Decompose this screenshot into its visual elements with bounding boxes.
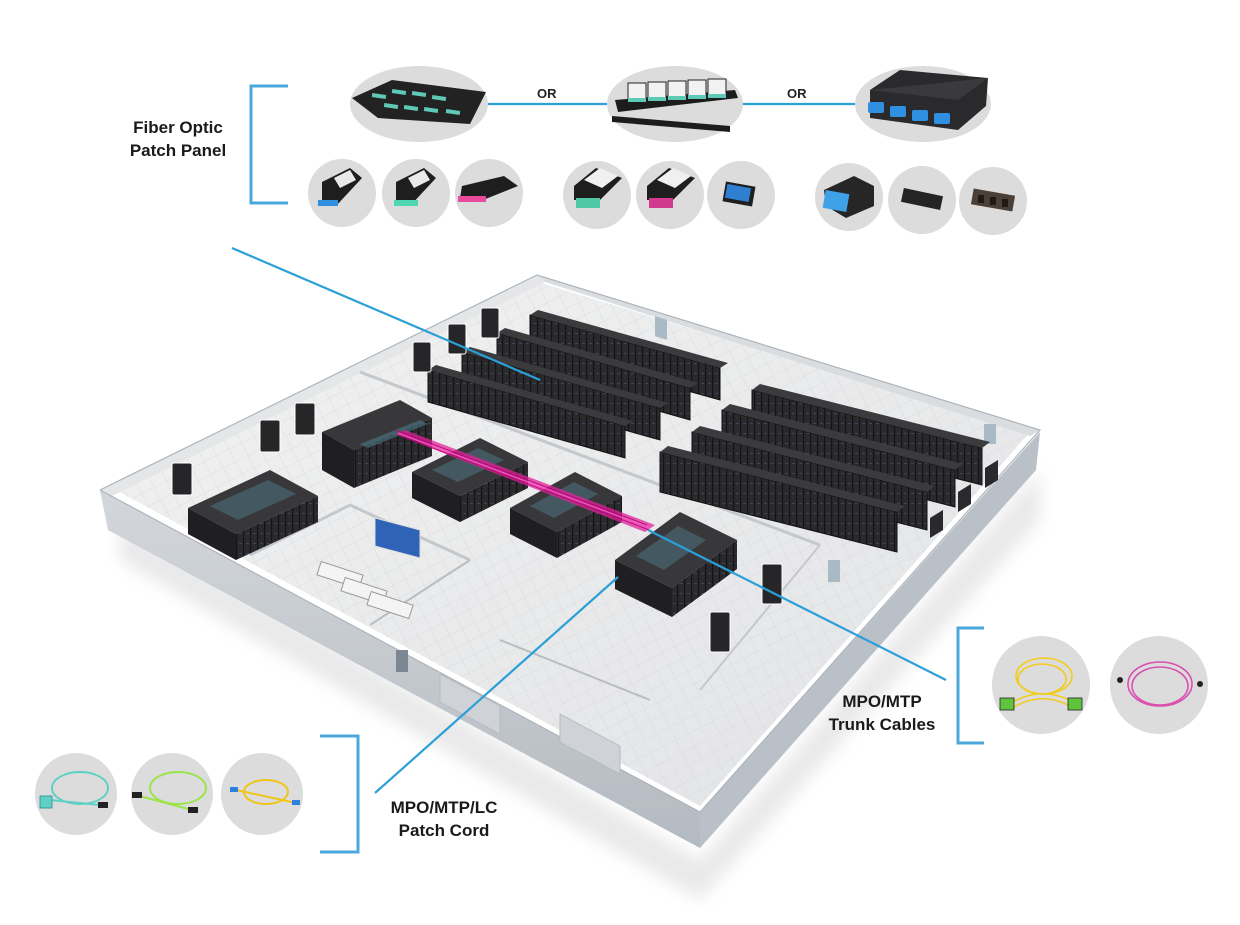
trunk-cables-label-line1: MPO/MTP	[842, 692, 922, 711]
module-fhd-cassette-blue[interactable]	[815, 163, 883, 231]
cooling-unit	[294, 402, 316, 436]
door	[984, 424, 996, 444]
enclosure-cassette-tray[interactable]	[607, 66, 743, 142]
trunk-cable-products	[992, 636, 1208, 734]
patch-panel-enclosure-icon	[612, 78, 738, 132]
product-single-mode-trunk-cable[interactable]	[992, 636, 1090, 734]
cooling-unit	[709, 611, 731, 653]
module-mtp-cassette-magenta[interactable]	[636, 161, 704, 229]
product-om4-trunk-cable[interactable]	[1110, 636, 1208, 734]
trunk-cable-bracket	[956, 626, 984, 745]
patch-panel-callout-line	[231, 246, 541, 382]
door	[828, 560, 840, 582]
containment-pod	[615, 512, 737, 617]
rack-row	[427, 369, 626, 459]
adapter-panel-icon	[970, 188, 1016, 212]
module-mpo-lc-cassette-blue[interactable]	[308, 159, 376, 227]
fiber-patch-cord-icon	[230, 779, 300, 805]
fiber-trunk-cable-icon	[999, 657, 1083, 711]
trunk-cables-label-line2: Trunk Cables	[828, 715, 936, 734]
patch-panel-bracket	[249, 84, 288, 205]
back-wall-left	[100, 275, 545, 496]
video-wall	[374, 517, 421, 559]
cooling-unit	[259, 419, 281, 453]
cooling-unit	[412, 341, 432, 373]
patch-panel-enclosures	[350, 66, 991, 142]
trunk-cables-label: MPO/MTP Trunk Cables	[812, 690, 952, 736]
building-shadow	[120, 470, 1040, 900]
patch-cord-products	[35, 753, 303, 835]
or-separator: OR	[537, 86, 557, 101]
fiber-trunk-cable-icon	[1117, 661, 1203, 707]
front-wall-right	[700, 432, 1040, 848]
patch-panel-label-line1: Fiber Optic	[133, 118, 223, 137]
product-mpo-lc-breakout-cord[interactable]	[35, 753, 117, 835]
patch-panel-enclosure-icon	[352, 80, 486, 124]
cooling-unit	[171, 462, 193, 496]
or-separator: OR	[787, 86, 807, 101]
rack-rows-hall-b	[659, 384, 998, 553]
rack-rows-hall-a	[427, 310, 728, 459]
cooling-unit	[480, 307, 500, 339]
fiber-patch-cord-icon	[132, 771, 207, 813]
fiber-cassette-icon	[318, 168, 362, 206]
module-mpo-lc-cassette-aqua[interactable]	[382, 159, 450, 227]
callout-lines	[231, 246, 947, 794]
patch-cord-callout-line	[374, 576, 619, 794]
patch-cord-label-line2: Patch Cord	[398, 821, 490, 840]
fiber-cassette-icon	[647, 168, 695, 208]
module-lc-adapter-panel-blue[interactable]	[707, 161, 775, 229]
module-mtp-adapter-panel-black[interactable]	[888, 166, 956, 234]
fiber-cassette-icon	[822, 176, 874, 218]
module-mpo-lc-cassette-magenta[interactable]	[455, 159, 523, 227]
fiber-cassette-icon	[574, 168, 622, 208]
trunk-cable-route	[394, 429, 655, 532]
adapter-panel-icon	[722, 181, 756, 207]
module-mtp-cassette-aqua[interactable]	[563, 161, 631, 229]
patch-cord-label-line1: MPO/MTP/LC	[390, 798, 498, 817]
enclosure-1u-rack-mount[interactable]	[855, 66, 991, 142]
patch-panel-enclosure-icon	[868, 70, 988, 130]
containment-pod	[188, 470, 318, 560]
patch-cord-label: MPO/MTP/LC Patch Cord	[372, 796, 516, 842]
product-lc-lc-cord[interactable]	[221, 753, 303, 835]
trunk-cable-callout-line	[647, 529, 947, 681]
patch-cord-bracket	[320, 734, 360, 854]
fiber-cassette-icon	[458, 176, 518, 202]
module-blank-adapter-panel[interactable]	[959, 167, 1027, 235]
patch-panel-modules	[308, 159, 1027, 235]
door	[396, 650, 408, 672]
fiber-patch-cord-icon	[39, 771, 109, 809]
back-wall-right	[537, 275, 1040, 436]
patch-panel-label-line2: Patch Panel	[129, 141, 227, 160]
product-mpo-mpo-cord[interactable]	[131, 753, 213, 835]
cooling-unit	[447, 323, 467, 355]
door	[655, 316, 667, 340]
adapter-panel-icon	[900, 187, 944, 211]
cooling-unit	[761, 563, 783, 605]
enclosure-high-density[interactable]	[350, 66, 488, 142]
fiber-cassette-icon	[394, 168, 436, 206]
patch-panel-label: Fiber Optic Patch Panel	[112, 116, 244, 162]
operations-room	[316, 517, 421, 620]
brackets	[249, 84, 984, 854]
